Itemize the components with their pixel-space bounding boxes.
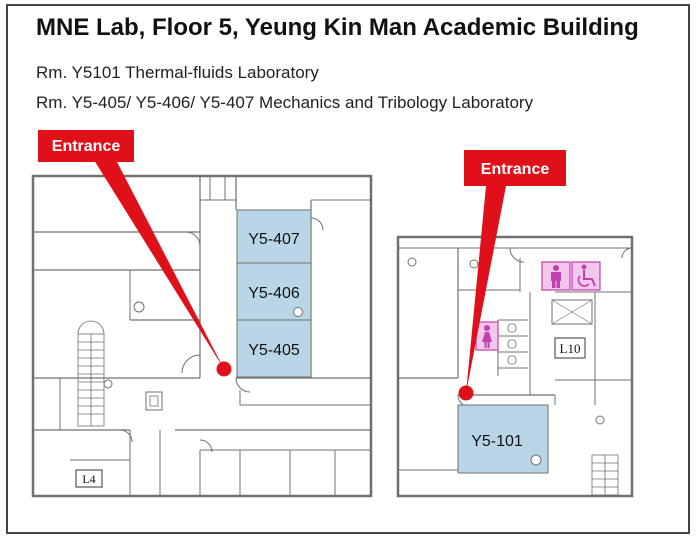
room-label-y5-407: Y5-407 — [248, 231, 300, 248]
right-lift: L10 — [554, 337, 586, 359]
left-entrance-callout[interactable]: Entrance — [38, 130, 232, 377]
female-toilet-icon — [475, 321, 499, 351]
page-title: MNE Lab, Floor 5, Yeung Kin Man Academic… — [36, 14, 639, 41]
right-entrance-marker[interactable] — [458, 385, 474, 401]
right-floor-plan — [396, 235, 634, 498]
room-y5-407[interactable] — [236, 209, 312, 264]
right-entrance-callout[interactable]: Entrance — [458, 150, 567, 401]
left-entrance-marker[interactable] — [216, 361, 232, 377]
left-entrance-label: Entrance — [52, 138, 121, 155]
room-label-y5-406: Y5-406 — [248, 285, 300, 302]
right-entrance-label: Entrance — [481, 161, 550, 178]
left-floor-plan — [31, 174, 373, 498]
right-plan-outline — [396, 235, 634, 498]
left-lift: L4 — [75, 469, 103, 488]
male-toilet-icon — [541, 261, 571, 291]
lab-line-thermal: Rm. Y5101 Thermal-fluids Laboratory — [36, 63, 319, 82]
room-label-y5-405: Y5-405 — [248, 342, 300, 359]
left-plan-outline — [31, 174, 373, 498]
room-y5-405[interactable] — [236, 319, 312, 378]
left-stairs — [77, 320, 105, 427]
lab-line-mechanics: Rm. Y5-405/ Y5-406/ Y5-407 Mechanics and… — [36, 93, 534, 112]
left-rooms: Y5-407 Y5-406 Y5-405 — [236, 209, 312, 378]
accessible-toilet-icon — [571, 261, 601, 291]
right-rooms: Y5-101 — [457, 404, 549, 474]
right-stairs — [591, 454, 619, 496]
lift-label-l10: L10 — [560, 341, 581, 356]
lift-label-l4: L4 — [82, 472, 95, 486]
room-label-y5-101: Y5-101 — [471, 433, 523, 450]
